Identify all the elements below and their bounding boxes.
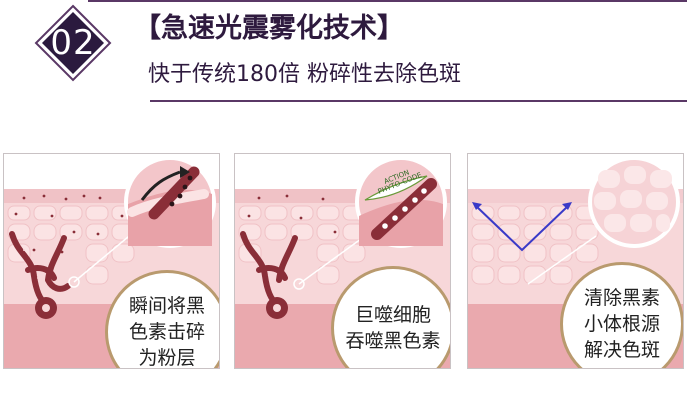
caption-line: 解决色斑 <box>583 339 660 361</box>
caption-circle: 清除黑素 小体根源 解决色斑 <box>560 262 683 368</box>
caption-line: 清除黑素 <box>583 287 660 309</box>
panel-clear: 清除黑素 小体根源 解决色斑 <box>467 153 684 369</box>
caption-line: 瞬间将黑 <box>128 295 205 317</box>
section-number-badge: 02 <box>34 4 112 82</box>
diamond-badge-icon <box>34 4 112 82</box>
header-bottom-rule <box>150 100 687 102</box>
caption-circle: 巨噬细胞 吞噬黑色素 <box>331 266 450 368</box>
v-arrow-icon <box>475 205 569 252</box>
caption-circle: 瞬间将黑 色素击碎 为粉层 <box>105 270 219 369</box>
phyto-leaf-icon <box>364 175 428 201</box>
caption-line: 色素击碎 <box>128 321 205 343</box>
panel-engulf: ACTION PHYTO-CODE 巨噬细胞 吞噬黑色素 <box>234 153 451 369</box>
page-title: 【急速光震雾化技术】 <box>134 13 404 44</box>
caption-line: 吞噬黑色素 <box>345 330 441 352</box>
caption-line: 小体根源 <box>583 313 660 335</box>
arrow-up-icon <box>140 170 181 201</box>
section-number: 02 <box>50 23 96 63</box>
panel-shatter: 瞬间将黑 色素击碎 为粉层 <box>3 153 220 369</box>
caption-line: 巨噬细胞 <box>354 304 431 326</box>
page-subtitle: 快于传统180倍 粉碎性去除色斑 <box>148 62 461 87</box>
header-top-rule <box>88 0 687 2</box>
caption-line: 为粉层 <box>138 347 196 369</box>
